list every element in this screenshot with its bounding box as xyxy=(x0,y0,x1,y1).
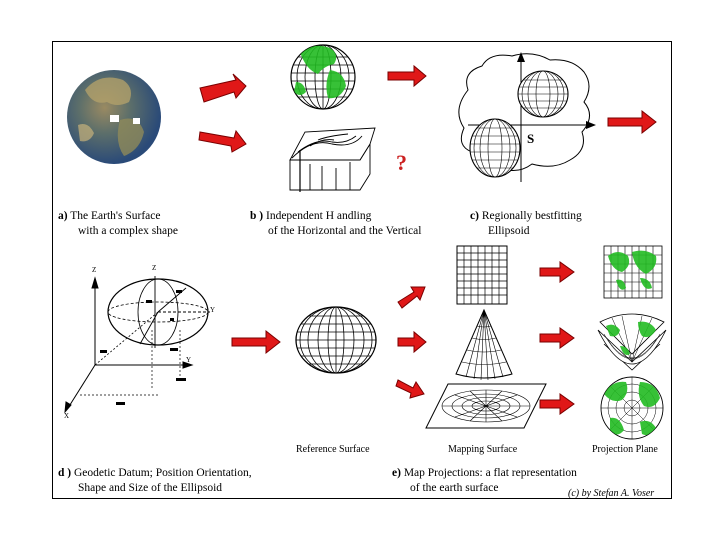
arrow-c-out xyxy=(608,111,656,133)
s-mark: S xyxy=(527,131,534,146)
label-mapping-surface: Mapping Surface xyxy=(448,444,517,455)
arrow-b-to-c xyxy=(388,66,426,86)
caption-e-letter: e) xyxy=(392,467,401,479)
caption-c-letter: c) xyxy=(470,210,479,222)
arrow-a-to-terrain xyxy=(199,131,246,152)
credit-text: (c) by Stefan A. Voser xyxy=(568,488,654,499)
axis-y2: Y xyxy=(186,356,191,364)
caption-e-line2: of the earth surface xyxy=(392,482,498,494)
cone-surface xyxy=(456,310,512,380)
regional-ellipsoid-figure: S xyxy=(459,52,596,182)
arrow-to-cylinder xyxy=(398,287,425,308)
arrow-to-projection2 xyxy=(540,328,574,348)
plane-surface xyxy=(426,384,546,428)
caption-d: d ) Geodetic Datum; Position Orientation… xyxy=(58,466,252,496)
caption-a-letter: a) xyxy=(58,210,68,222)
caption-d-letter: d ) xyxy=(58,467,71,479)
arrow-to-projection3 xyxy=(540,394,574,414)
arrow-to-cone xyxy=(398,332,426,352)
caption-a-line1: The Earth's Surface xyxy=(70,210,160,222)
projection-cylindrical xyxy=(604,246,662,298)
caption-a-line2: with a complex shape xyxy=(58,225,178,237)
caption-c-line1: Regionally bestfitting xyxy=(482,210,582,222)
arrow-a-to-globe xyxy=(200,74,246,102)
caption-d-line1: Geodetic Datum; Position Orientation, xyxy=(74,467,252,479)
label-projection-plane: Projection Plane xyxy=(592,444,658,455)
axis-y1: Y xyxy=(210,306,215,314)
arrow-to-projection1 xyxy=(540,262,574,282)
earth-image xyxy=(67,70,161,164)
caption-e: e) Map Projections: a flat representatio… xyxy=(392,466,577,496)
geodetic-datum-figure: Z Z Y Y X xyxy=(64,264,215,420)
globe-wireframe xyxy=(291,45,355,109)
projection-azimuthal xyxy=(601,377,663,439)
caption-a: a) The Earth's Surface with a complex sh… xyxy=(58,209,178,239)
axis-z2: Z xyxy=(152,264,156,272)
caption-c-line2: Ellipsoid xyxy=(470,225,530,237)
axis-x: X xyxy=(64,412,69,420)
caption-e-line1: Map Projections: a flat representation xyxy=(404,467,577,479)
projection-conic xyxy=(598,314,666,370)
terrain-block xyxy=(290,128,375,192)
label-reference-surface: Reference Surface xyxy=(296,444,370,455)
arrow-to-plane xyxy=(396,380,424,398)
caption-b: b ) Independent H andling of the Horizon… xyxy=(250,209,421,239)
arrow-d-to-reference xyxy=(232,331,280,353)
axis-z1: Z xyxy=(92,266,96,274)
caption-b-letter: b ) xyxy=(250,210,263,222)
caption-c: c) Regionally bestfitting Ellipsoid xyxy=(470,209,582,239)
reference-ellipsoid xyxy=(296,307,376,373)
caption-b-line1: Independent H andling xyxy=(266,210,371,222)
caption-d-line2: Shape and Size of the Ellipsoid xyxy=(58,482,222,494)
question-mark: ? xyxy=(396,150,407,175)
caption-b-line2: of the Horizontal and the Vertical xyxy=(250,225,421,237)
cylinder-surface xyxy=(457,246,507,304)
